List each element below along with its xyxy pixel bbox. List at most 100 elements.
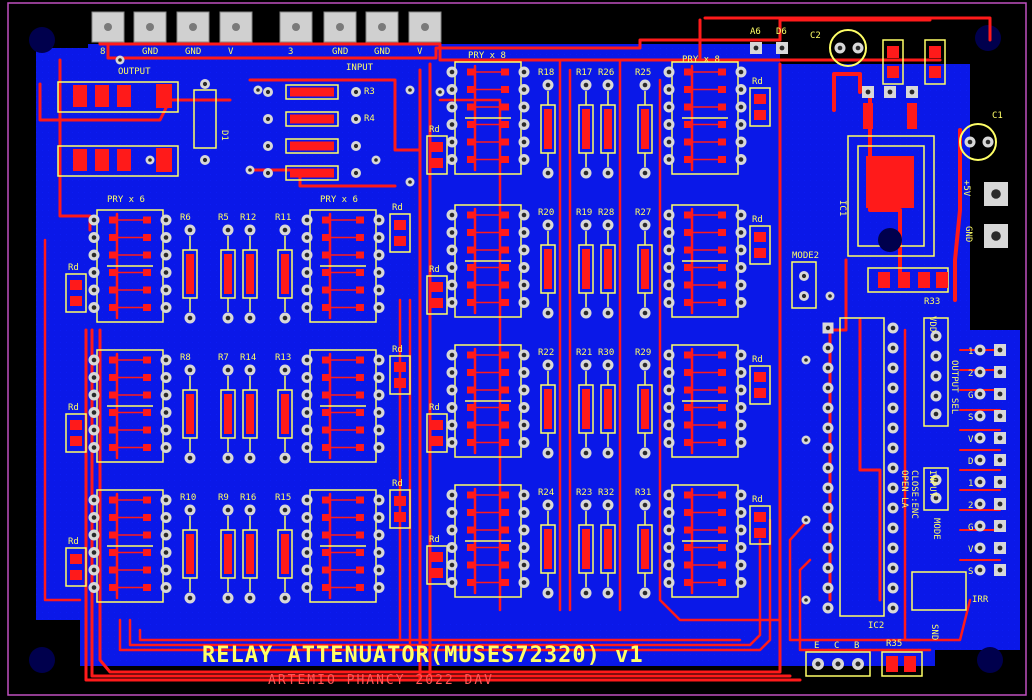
resistor-label: R5 (218, 213, 229, 223)
ic2-pin (887, 362, 899, 374)
relay-smd (143, 286, 151, 294)
input-resistor-label: R3 (364, 87, 375, 97)
regulator-pad (906, 86, 918, 98)
input-label: INPUT (346, 63, 374, 73)
resistor-copper (604, 249, 612, 289)
relay-pad (735, 84, 747, 95)
resistor-copper (224, 394, 232, 434)
relay-pad (88, 512, 100, 523)
trace (248, 168, 397, 188)
relay-pad (301, 354, 313, 366)
rd-pad (70, 280, 82, 290)
relay-pad (373, 302, 385, 313)
resistor-body (540, 244, 556, 294)
resistor-label: R16 (240, 493, 256, 503)
relay-pad (663, 384, 675, 396)
relay-pad (735, 136, 747, 148)
resistor-label: R23 (576, 488, 592, 498)
relay-pad (160, 424, 172, 436)
relay-pad (735, 367, 747, 378)
rd-label: Rd (68, 263, 79, 273)
smd-pad (929, 46, 941, 58)
capacitor-pad (982, 136, 994, 148)
via (405, 177, 415, 187)
smd-pad (73, 149, 87, 171)
resistor-pad (602, 499, 614, 511)
smd-pad (907, 103, 917, 129)
relay-pad (160, 494, 172, 506)
relay-smd (467, 509, 475, 516)
relay-smd (322, 426, 330, 434)
resistor-pad (602, 307, 614, 319)
input-resistor-pad (263, 87, 273, 97)
transistor-pin-label: B (854, 641, 859, 651)
relay-smd (322, 496, 330, 504)
rd-label: Rd (752, 495, 763, 505)
relay-pad (160, 214, 172, 226)
resistor-pad (279, 364, 291, 376)
relay-pad (160, 372, 172, 383)
relay-pad (373, 284, 385, 296)
relay-smd (109, 566, 117, 574)
resistor-pad (602, 219, 614, 231)
smd-pad (887, 46, 899, 58)
resistor-copper (246, 394, 254, 434)
relay-pad (446, 279, 458, 291)
ic2-pin (822, 342, 834, 354)
relay-pad (446, 384, 458, 396)
relay-pad (88, 372, 100, 383)
input-resistor-copper (290, 141, 334, 151)
rd-pad (754, 388, 766, 398)
rd-label: Rd (392, 203, 403, 213)
relay-pad (301, 564, 313, 576)
relay-pad (735, 227, 747, 238)
rd-pad (431, 552, 443, 562)
relay-pad (301, 494, 313, 506)
relay-pad (373, 214, 385, 226)
resistor-copper (604, 389, 612, 429)
relay-pad (518, 154, 530, 165)
relay-smd (501, 156, 509, 163)
resistor-pad (222, 312, 234, 324)
relay-smd (143, 251, 151, 259)
smd-pad (117, 85, 131, 107)
relay-smd (718, 561, 726, 569)
rd-pad (394, 220, 406, 230)
relay-smd (718, 121, 726, 128)
ic2-pin (887, 602, 899, 614)
diode-outline (193, 89, 217, 149)
transistor-pin-label: C (834, 641, 839, 651)
resistor-pad (184, 452, 196, 464)
resistor-label: R20 (538, 208, 554, 218)
relay-smd (684, 138, 692, 146)
relay-outline (454, 204, 522, 318)
trace (798, 558, 932, 652)
resistor-pad (639, 167, 651, 179)
resistor-label: R21 (576, 348, 592, 358)
relay-smd (109, 374, 117, 381)
relay-pad (663, 279, 675, 291)
relay-pad (663, 367, 675, 378)
resistor-body (578, 524, 594, 574)
relay-pad (446, 136, 458, 148)
power-label: +5V (961, 180, 971, 197)
transistor-pad (812, 658, 824, 670)
relay-pad (518, 577, 530, 588)
relay-smd (143, 216, 151, 224)
transistor-outline (805, 651, 871, 677)
resistor-copper (582, 529, 590, 569)
relay-smd (109, 356, 117, 364)
relay-pad (735, 402, 747, 413)
relay-pad (735, 119, 747, 130)
relay-smd (718, 138, 726, 146)
relay-pad (160, 407, 172, 418)
relay-smd (501, 369, 509, 376)
relay-smd (356, 356, 364, 364)
relay-pad (663, 262, 675, 273)
relay-smd (143, 409, 151, 416)
relay-pad (88, 407, 100, 418)
relay-pad (373, 232, 385, 243)
resistor-body (600, 524, 616, 574)
resistor-copper (582, 389, 590, 429)
relay-pad (663, 227, 675, 238)
